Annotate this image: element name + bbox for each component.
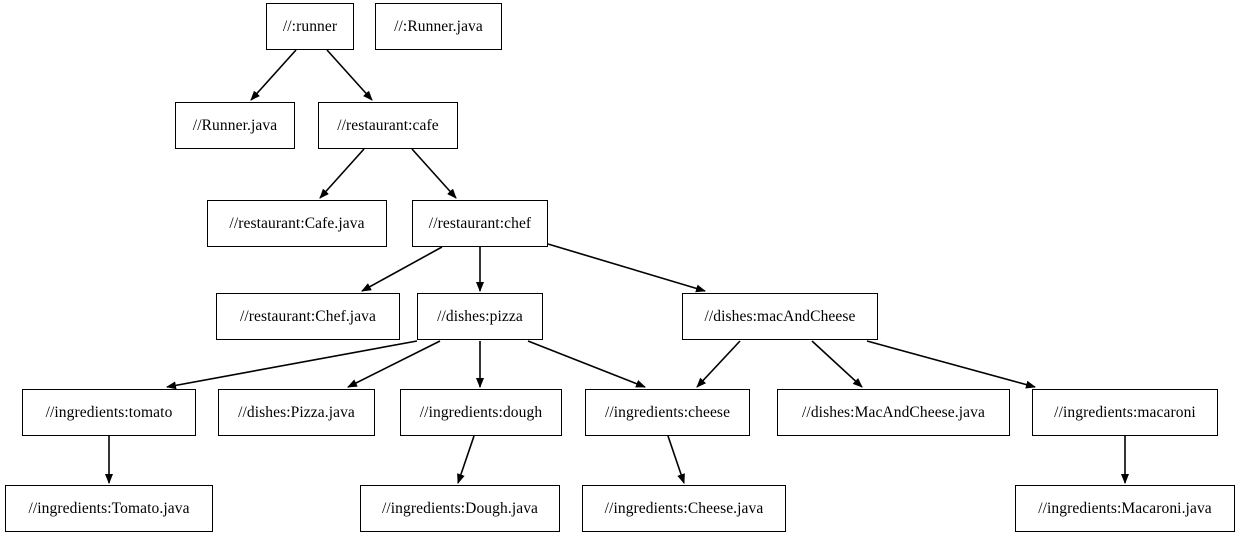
graph-node-label: //dishes:Pizza.java: [238, 403, 355, 421]
graph-edge-restaurant_chef-to-dishes_macandcheese: [547, 243, 706, 293]
graph-node-label: //:Runner.java: [394, 17, 483, 35]
graph-node-restaurant_chef[interactable]: //restaurant:chef: [412, 200, 548, 247]
graph-node-ing_dough_java[interactable]: //ingredients:Dough.java: [360, 485, 560, 532]
graph-node-ing_tomato_java[interactable]: //ingredients:Tomato.java: [5, 485, 213, 532]
graph-edge-dishes_macandcheese-to-dishes_macandcheese_java: [811, 340, 863, 388]
graph-node-label: //restaurant:chef: [428, 214, 532, 232]
graph-node-label: //restaurant:cafe: [337, 116, 439, 134]
graph-edge-restaurant_chef-to-restaurant_chef_java: [361, 246, 443, 292]
graph-node-label: //ingredients:cheese: [604, 403, 731, 421]
graph-node-runner_java_root[interactable]: //:Runner.java: [375, 3, 502, 50]
graph-node-label: //ingredients:macaroni: [1054, 403, 1196, 421]
graph-node-runner[interactable]: //:runner: [266, 3, 354, 50]
graph-edge-runner-to-runner_java: [250, 49, 297, 101]
graph-node-label: //dishes:MacAndCheese.java: [802, 403, 985, 421]
graph-edge-dishes_pizza-to-dishes_pizza_java: [347, 340, 441, 388]
graph-node-label: //dishes:pizza: [437, 307, 523, 325]
graph-edge-ing_cheese-to-ing_cheese_java: [667, 435, 685, 484]
graph-node-dishes_pizza_java[interactable]: //dishes:Pizza.java: [218, 389, 375, 436]
graph-edge-dishes_pizza-to-ing_tomato: [166, 340, 418, 390]
graph-edge-restaurant_cafe-to-restaurant_cafe_java: [319, 148, 365, 199]
graph-node-runner_java[interactable]: //Runner.java: [175, 102, 295, 149]
graph-edge-dishes_macandcheese-to-ing_macaroni: [866, 340, 1036, 389]
graph-node-label: //ingredients:Macaroni.java: [1038, 499, 1212, 517]
graph-edge-ing_dough-to-ing_dough_java: [457, 435, 475, 484]
graph-edge-restaurant_cafe-to-restaurant_chef: [411, 148, 457, 199]
graph-node-label: //ingredients:tomato: [45, 403, 173, 421]
graph-node-label: //ingredients:Cheese.java: [604, 499, 764, 517]
graph-node-ing_tomato[interactable]: //ingredients:tomato: [22, 389, 196, 436]
graph-node-ing_cheese_java[interactable]: //ingredients:Cheese.java: [582, 485, 786, 532]
graph-node-restaurant_cafe[interactable]: //restaurant:cafe: [318, 102, 458, 149]
graph-node-restaurant_cafe_java[interactable]: //restaurant:Cafe.java: [207, 200, 387, 247]
graph-node-label: //:runner: [282, 17, 338, 35]
graph-node-ing_macaroni_java[interactable]: //ingredients:Macaroni.java: [1015, 485, 1235, 532]
graph-edge-dishes_pizza-to-ing_cheese: [527, 340, 646, 388]
graph-node-dishes_macandcheese[interactable]: //dishes:macAndCheese: [682, 293, 878, 340]
graph-node-ing_dough[interactable]: //ingredients:dough: [400, 389, 562, 436]
graph-node-dishes_pizza[interactable]: //dishes:pizza: [417, 293, 543, 340]
graph-edge-dishes_macandcheese-to-ing_cheese: [696, 340, 741, 388]
graph-node-ing_cheese[interactable]: //ingredients:cheese: [585, 389, 750, 436]
graph-node-ing_macaroni[interactable]: //ingredients:macaroni: [1032, 389, 1218, 436]
graph-node-label: //Runner.java: [192, 116, 278, 134]
graph-node-label: //ingredients:Tomato.java: [28, 499, 190, 517]
graph-node-dishes_macandcheese_java[interactable]: //dishes:MacAndCheese.java: [777, 389, 1010, 436]
graph-edge-runner-to-restaurant_cafe: [326, 49, 373, 101]
graph-node-label: //restaurant:Chef.java: [239, 307, 377, 325]
graph-node-restaurant_chef_java[interactable]: //restaurant:Chef.java: [216, 293, 400, 340]
graph-node-label: //restaurant:Cafe.java: [229, 214, 365, 232]
graph-node-label: //dishes:macAndCheese: [704, 307, 856, 325]
graph-node-label: //ingredients:Dough.java: [381, 499, 539, 517]
graph-node-label: //ingredients:dough: [419, 403, 543, 421]
